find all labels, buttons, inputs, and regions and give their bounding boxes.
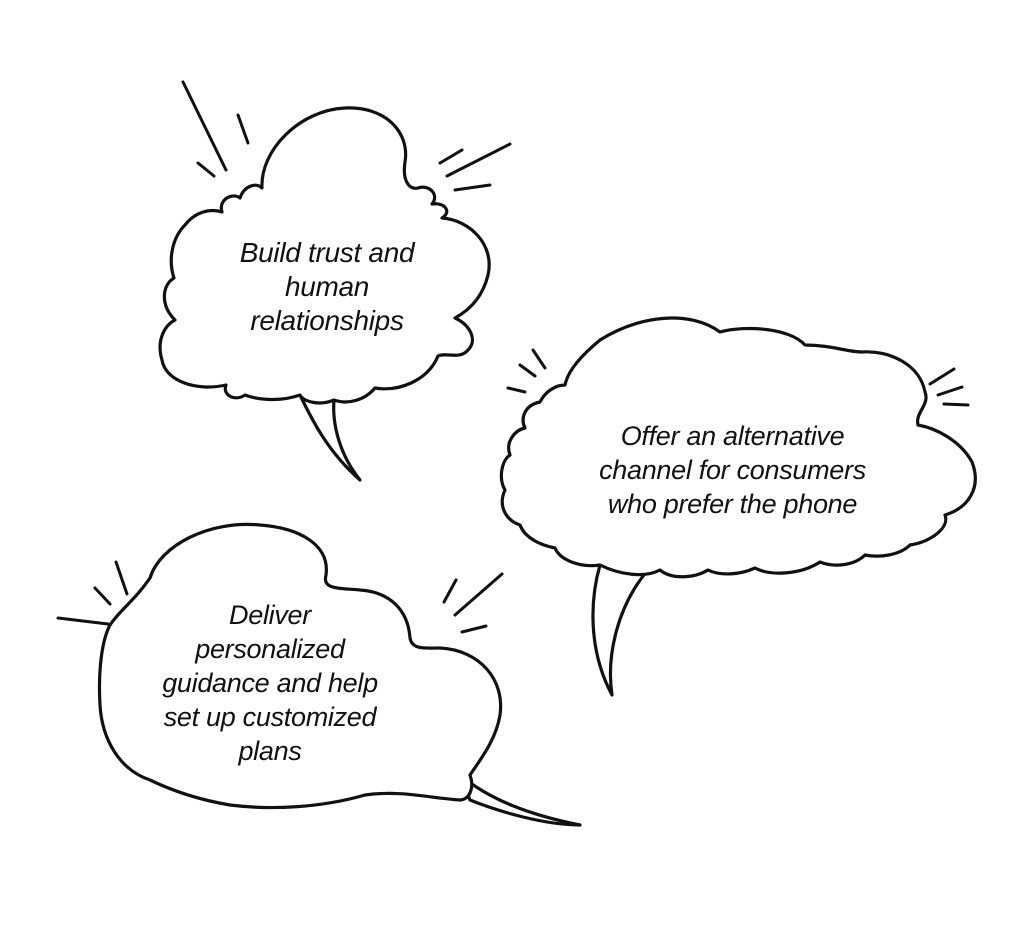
bubble-text-line: human <box>284 271 370 302</box>
burst-lines-trust <box>181 80 512 192</box>
bubble-channel <box>499 316 977 697</box>
bubble-text-line: set up customized <box>163 702 377 732</box>
bubble-text-line: guidance and help <box>162 668 378 698</box>
bubble-text-line: plans <box>238 736 302 766</box>
bubble-outline-trust <box>158 106 491 405</box>
bubble-text-line: relationships <box>250 305 404 336</box>
bubble-tail-channel <box>591 563 650 697</box>
bubble-text-line: channel for consumers <box>599 455 866 485</box>
bubble-text-guidance: Deliver personalized guidance and help s… <box>120 598 420 768</box>
bubble-outline-channel <box>499 316 977 579</box>
bubble-text-channel: Offer an alternative channel for consume… <box>560 419 905 521</box>
bubble-text-line: personalized <box>195 634 345 664</box>
bubble-trust <box>158 80 512 482</box>
bubble-guidance <box>56 522 582 827</box>
bubble-text-trust: Build trust and human relationships <box>197 236 457 338</box>
bubble-text-line: Offer an alternative <box>620 421 845 451</box>
bubble-tail-trust <box>298 393 362 482</box>
burst-lines-guidance <box>56 560 504 634</box>
bubble-text-line: Deliver <box>229 600 311 630</box>
bubble-text-line: who prefer the phone <box>607 489 858 519</box>
bubble-tail-guidance <box>458 773 582 827</box>
bubble-outline-guidance <box>97 522 503 810</box>
bubble-text-line: Build trust and <box>239 237 415 268</box>
